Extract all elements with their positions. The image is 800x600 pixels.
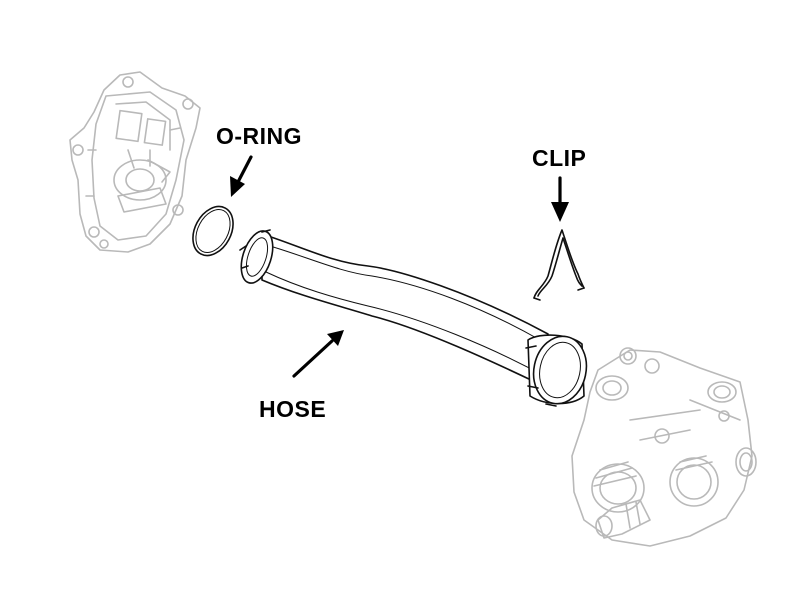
o-ring-label: O-RING bbox=[216, 123, 303, 149]
hose-arrow bbox=[292, 330, 344, 378]
clip-label: CLIP bbox=[532, 145, 587, 171]
o-ring-part bbox=[192, 205, 234, 257]
clip-arrow bbox=[551, 176, 569, 222]
hose-part bbox=[239, 229, 588, 407]
pump-housing bbox=[69, 71, 201, 253]
thermostat-housing bbox=[571, 347, 757, 547]
clip-part bbox=[533, 229, 585, 301]
hose-label: HOSE bbox=[259, 396, 327, 422]
o-ring-arrow bbox=[230, 155, 253, 197]
